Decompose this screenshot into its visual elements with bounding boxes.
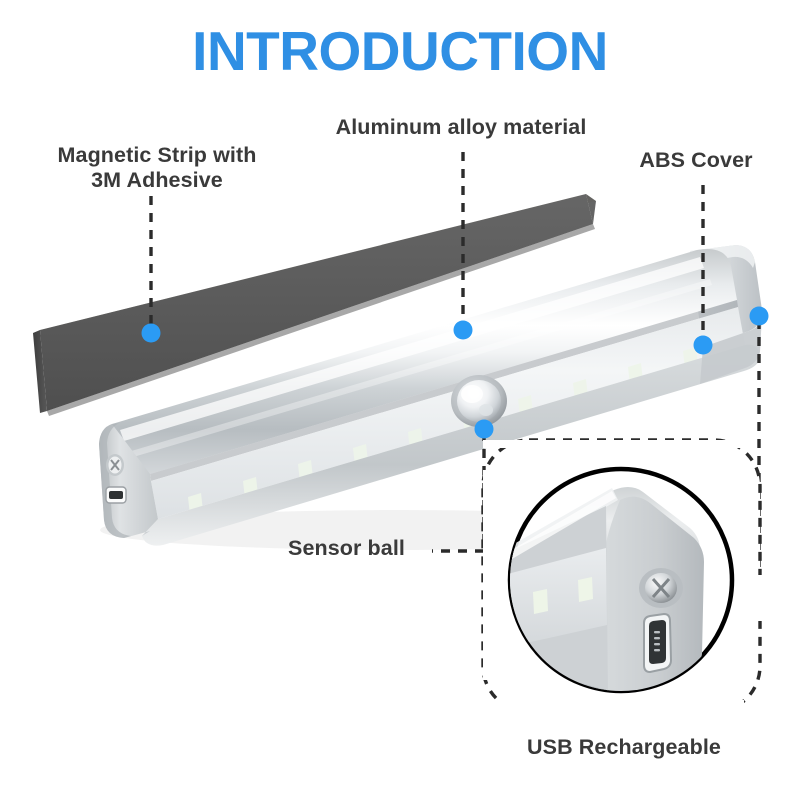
page-title: INTRODUCTION	[192, 20, 608, 82]
callout-markers	[141, 306, 769, 439]
power-switch-icon	[106, 454, 124, 476]
callout-label-usb-rechargeable: USB Rechargeable	[527, 735, 721, 759]
callout-label-sensor-ball: Sensor ball	[288, 536, 405, 560]
marker-aluminum	[453, 320, 473, 340]
left-end-cap	[99, 424, 158, 538]
magnetic-strip-graphic	[33, 194, 596, 416]
micro-usb-port-icon	[105, 486, 127, 504]
usb-detail-inset	[481, 438, 762, 714]
aluminum-housing-top	[112, 249, 737, 475]
marker-sensor-ball	[474, 419, 494, 439]
marker-usb	[749, 306, 769, 326]
callout-label-aluminum-alloy: Aluminum alloy material	[335, 115, 587, 139]
callout-label-magnetic-strip: Magnetic Strip with 3M Adhesive	[57, 143, 257, 192]
marker-magnetic-strip	[141, 323, 161, 343]
light-bar-graphic	[99, 245, 763, 550]
inset-switch-icon	[639, 568, 683, 608]
inset-micro-usb-port-icon	[643, 612, 673, 674]
sensor-ball-graphic	[451, 375, 507, 427]
callout-label-abs-cover: ABS Cover	[639, 148, 753, 172]
marker-abs-cover	[693, 335, 713, 355]
inset-diffuser	[510, 548, 607, 648]
